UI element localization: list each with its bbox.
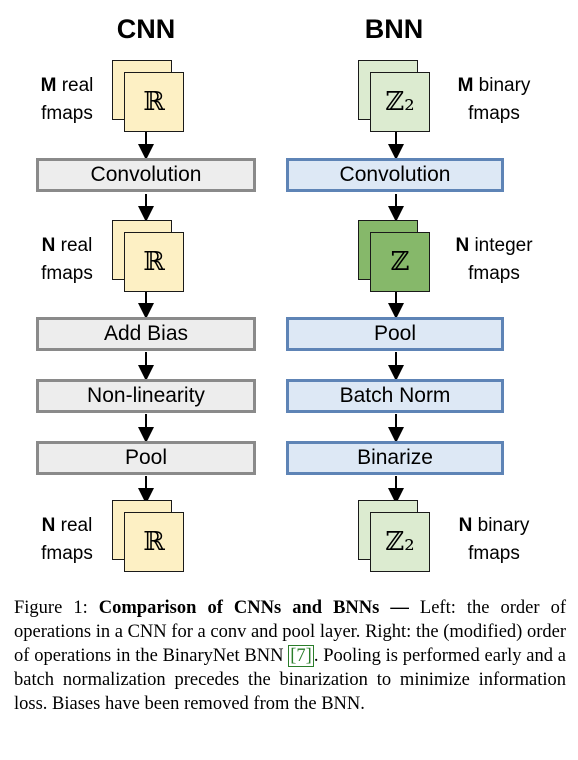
caption-text-2: . Pooling is performed early and a batch… xyxy=(14,646,566,714)
caption-bold-title: Comparison of CNNs and BNNs — xyxy=(98,598,409,618)
bnn-batch-norm-op: Batch Norm xyxy=(286,379,504,413)
cnn-mid-label: N real fmaps xyxy=(22,232,112,288)
bnn-input-fmaps: ℤ₂ xyxy=(358,60,430,132)
bnn-mid-label: N integer fmaps xyxy=(440,232,548,288)
cnn-nonlinearity-op: Non-linearity xyxy=(36,379,256,413)
cnn-mid-kind: real xyxy=(55,235,93,256)
cnn-output-fmaps: ℝ xyxy=(112,500,184,572)
bnn-output-label: N binary fmaps xyxy=(440,512,548,568)
bnn-pool-op: Pool xyxy=(286,317,504,351)
real-set-icon: ℝ xyxy=(124,512,184,572)
cnn-mid-count: N xyxy=(41,235,56,256)
cnn-convolution-op: Convolution xyxy=(36,158,256,192)
cnn-mid-fmaps: ℝ xyxy=(112,220,184,292)
figure-caption: Figure 1: Comparison of CNNs and BNNs — … xyxy=(14,596,566,716)
bnn-mid-fmaps: ℤ xyxy=(358,220,430,292)
bnn-output-fmaps: ℤ₂ xyxy=(358,500,430,572)
flow-arrows xyxy=(138,131,404,504)
bnn-binarize-op: Binarize xyxy=(286,441,504,475)
real-set-icon: ℝ xyxy=(124,232,184,292)
cnn-input-count: M xyxy=(40,75,57,96)
citation-link[interactable]: [7] xyxy=(288,645,314,667)
cnn-input-kind: real xyxy=(56,75,94,96)
cnn-title: CNN xyxy=(116,14,176,44)
integer-set-icon: ℤ xyxy=(370,232,430,292)
bnn-convolution-op: Convolution xyxy=(286,158,504,192)
bnn-title: BNN xyxy=(364,14,424,44)
cnn-input-line2: fmaps xyxy=(41,103,93,124)
bnn-output-line2: fmaps xyxy=(468,543,520,564)
cnn-mid-line2: fmaps xyxy=(41,263,93,284)
bnn-mid-kind: integer xyxy=(469,235,533,256)
cnn-input-label: M real fmaps xyxy=(22,72,112,128)
cnn-output-kind: real xyxy=(55,515,93,536)
cnn-output-label: N real fmaps xyxy=(22,512,112,568)
bnn-mid-count: N xyxy=(455,235,470,256)
bnn-input-count: M xyxy=(457,75,474,96)
cnn-input-fmaps: ℝ xyxy=(112,60,184,132)
bnn-mid-line2: fmaps xyxy=(468,263,520,284)
caption-prefix: Figure 1: xyxy=(14,598,99,618)
bnn-output-kind: binary xyxy=(472,515,530,536)
binary-set-icon: ℤ₂ xyxy=(370,72,430,132)
cnn-pool-op: Pool xyxy=(36,441,256,475)
binary-set-icon: ℤ₂ xyxy=(370,512,430,572)
bnn-input-kind: binary xyxy=(473,75,531,96)
cnn-add-bias-op: Add Bias xyxy=(36,317,256,351)
bnn-input-line2: fmaps xyxy=(468,103,520,124)
bnn-output-count: N xyxy=(458,515,473,536)
real-set-icon: ℝ xyxy=(124,72,184,132)
cnn-output-count: N xyxy=(41,515,56,536)
caption-text-1: Left: the order of operations in a CNN f… xyxy=(14,598,566,666)
cnn-output-line2: fmaps xyxy=(41,543,93,564)
bnn-input-label: M binary fmaps xyxy=(440,72,548,128)
